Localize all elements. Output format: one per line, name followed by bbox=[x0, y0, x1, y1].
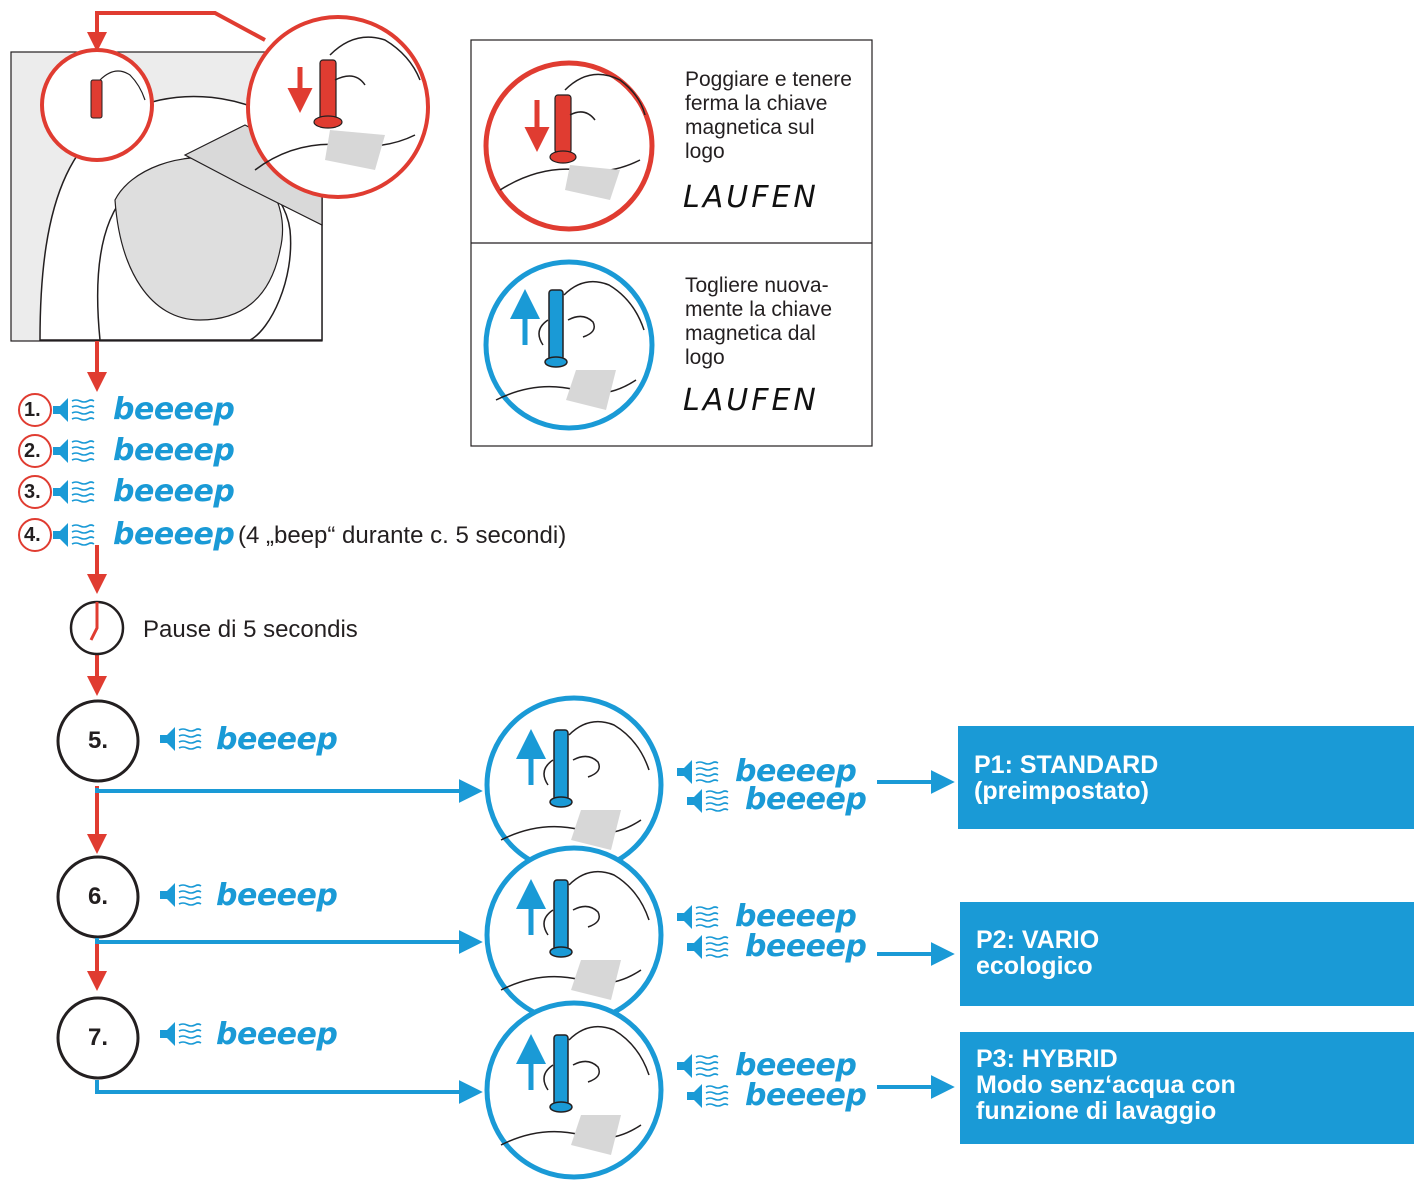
mode-title: P3: HYBRID bbox=[976, 1045, 1118, 1073]
confirm-beep: beeeep bbox=[735, 1048, 857, 1083]
confirm-beep: beeeep bbox=[745, 1078, 867, 1113]
instruction-line: magnetica dal bbox=[685, 322, 816, 345]
step-number: 4. bbox=[24, 524, 41, 546]
speaker-icon bbox=[676, 759, 729, 1109]
step-number: 3. bbox=[24, 481, 41, 503]
speaker-icon bbox=[52, 397, 95, 548]
mode-p1-box: P1: STANDARD (preimpostato) bbox=[958, 726, 1414, 829]
mode-subtitle: (preimpostato) bbox=[974, 777, 1149, 805]
instruction-line: magnetica sul bbox=[685, 116, 815, 139]
remove-key-instruction: Togliere nuova- mente la chiave magnetic… bbox=[685, 274, 870, 370]
instruction-line: ferma la chiave bbox=[685, 92, 828, 115]
step-number: 1. bbox=[24, 399, 41, 421]
laufen-logo: LAUFEN bbox=[683, 383, 819, 418]
beep-label: beeeep bbox=[113, 474, 235, 509]
mode-p3-box: P3: HYBRID Modo senz‘acqua con funzione … bbox=[960, 1032, 1414, 1144]
pause-label: Pause di 5 secondis bbox=[143, 616, 358, 643]
key-removal-circle bbox=[484, 845, 664, 1025]
mode-subtitle: ecologico bbox=[976, 952, 1093, 980]
confirm-beep: beeeep bbox=[735, 754, 857, 789]
key-removal-circle bbox=[484, 1000, 664, 1180]
step-number: 5. bbox=[87, 727, 108, 754]
beep-label: beeeep bbox=[113, 433, 235, 468]
beep-label: beeeep bbox=[216, 878, 338, 913]
instruction-line: mente la chiave bbox=[685, 298, 833, 321]
step-markers-1-4 bbox=[18, 393, 52, 552]
step-number: 6. bbox=[87, 883, 108, 910]
mode-subtitle: Modo senz‘acqua con bbox=[976, 1071, 1236, 1099]
confirm-beep: beeeep bbox=[735, 899, 857, 934]
beep-label: beeeep bbox=[113, 517, 235, 552]
mode-title: P1: STANDARD bbox=[974, 751, 1159, 779]
beep-label: beeeep bbox=[216, 722, 338, 757]
stopwatch-icon bbox=[69, 600, 125, 656]
confirm-beep: beeeep bbox=[745, 782, 867, 817]
zoom-circle-small bbox=[40, 48, 154, 162]
instruction-panel bbox=[470, 39, 873, 447]
beep-label: beeeep bbox=[216, 1017, 338, 1052]
instruction-line: logo bbox=[685, 346, 725, 369]
speaker-icon bbox=[159, 726, 202, 1047]
step-circles-5-7 bbox=[56, 699, 140, 1080]
instruction-line: Poggiare e tenere bbox=[685, 68, 852, 91]
instruction-line: Togliere nuova- bbox=[685, 274, 829, 297]
zoom-circle-large bbox=[246, 15, 430, 199]
instruction-line: logo bbox=[685, 140, 725, 163]
mode-p2-box: P2: VARIO ecologico bbox=[960, 902, 1414, 1006]
step-number: 2. bbox=[24, 440, 41, 462]
mode-subtitle: funzione di lavaggio bbox=[976, 1097, 1217, 1125]
confirm-beep: beeeep bbox=[745, 929, 867, 964]
beep-note: (4 „beep“ durante c. 5 secondi) bbox=[238, 522, 567, 549]
place-key-instruction: Poggiare e tenere ferma la chiave magnet… bbox=[685, 68, 870, 164]
mode-title: P2: VARIO bbox=[976, 926, 1100, 954]
step-number: 7. bbox=[87, 1024, 108, 1051]
laufen-logo: LAUFEN bbox=[683, 180, 819, 215]
beep-label: beeeep bbox=[113, 392, 235, 427]
